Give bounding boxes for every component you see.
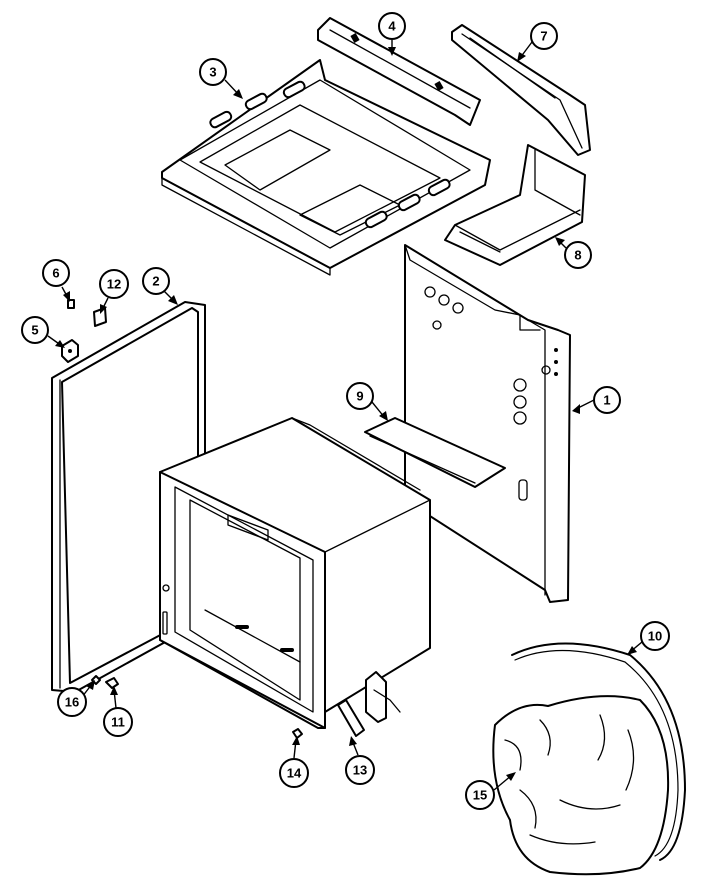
insulation-blanket: [492, 695, 670, 876]
callout-label: 13: [353, 763, 367, 778]
callout-label: 1: [603, 393, 610, 408]
callout-3: 3: [199, 58, 227, 86]
callout-15: 15: [465, 780, 495, 810]
callout-1: 1: [593, 386, 621, 414]
callout-label: 10: [648, 629, 662, 644]
callout-label: 11: [111, 715, 125, 730]
callout-8: 8: [564, 241, 592, 269]
callout-6: 6: [42, 259, 70, 287]
callout-11: 11: [103, 707, 133, 737]
callout-9: 9: [346, 382, 374, 410]
callout-label: 12: [107, 277, 121, 292]
callout-label: 3: [209, 65, 216, 80]
callout-14: 14: [279, 758, 309, 788]
callout-label: 14: [287, 766, 302, 781]
hinge-bracket: [337, 671, 401, 737]
callout-label: 6: [52, 266, 59, 281]
callout-12: 12: [99, 269, 129, 299]
callout-16: 16: [57, 687, 87, 717]
vent-duct-lower: [444, 144, 586, 266]
callout-4: 4: [378, 12, 406, 40]
callout-label: 16: [65, 695, 79, 710]
oven-cavity: [159, 417, 431, 729]
callout-label: 4: [388, 19, 396, 34]
burner-box-tray: [161, 59, 491, 276]
side-panel: [404, 244, 571, 603]
vent-duct: [451, 24, 591, 156]
callout-5: 5: [21, 316, 49, 344]
callout-label: 7: [540, 29, 547, 44]
callout-label: 15: [473, 788, 487, 803]
callout-label: 5: [31, 323, 38, 338]
callout-7: 7: [530, 22, 558, 50]
callout-10: 10: [640, 621, 670, 651]
callout-13: 13: [345, 755, 375, 785]
callout-2: 2: [142, 267, 170, 295]
insulation-pad: [364, 417, 506, 488]
callout-label: 2: [152, 274, 159, 289]
rear-bracket: [317, 17, 481, 126]
screw: [292, 728, 303, 739]
callout-label: 9: [356, 389, 363, 404]
door-gasket: [511, 642, 686, 861]
callout-label: 8: [574, 248, 581, 263]
leader-lines: [47, 40, 643, 791]
